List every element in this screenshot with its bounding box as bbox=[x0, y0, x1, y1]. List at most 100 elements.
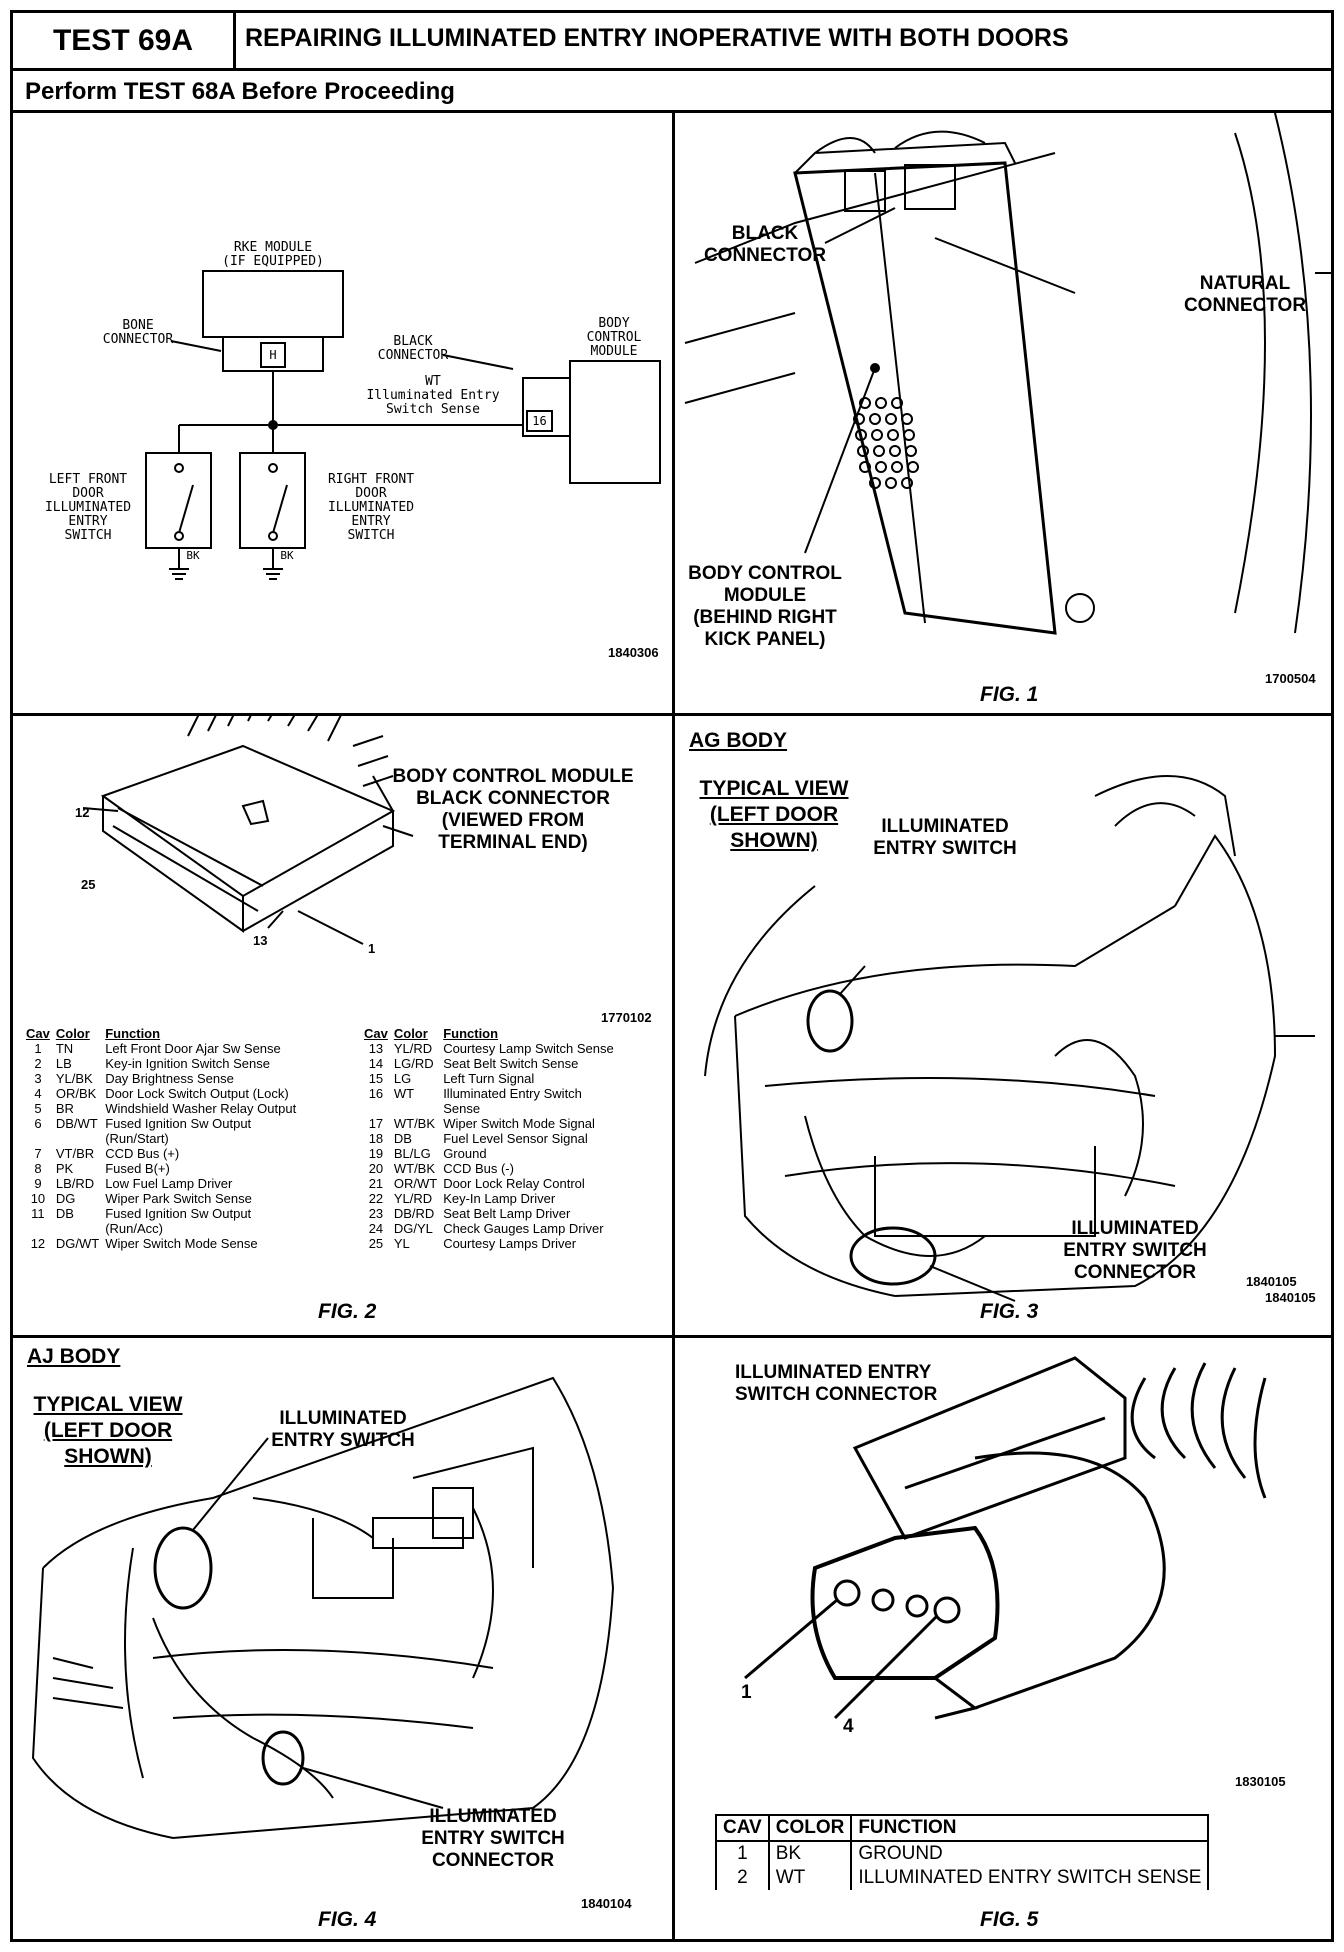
body-type-label: AJ BODY bbox=[27, 1345, 121, 1368]
function-cell: Key-In Lamp Driver bbox=[443, 1191, 556, 1206]
header-bar: TEST 69A REPAIRING ILLUMINATED ENTRY INO… bbox=[13, 13, 1331, 71]
pin-25-label: 25 bbox=[81, 877, 96, 892]
cav-cell: 10 bbox=[30, 1191, 46, 1206]
cav-cell bbox=[361, 1101, 391, 1116]
aj-door-drawing bbox=[31, 1376, 614, 1839]
image-id: 1840105 bbox=[1265, 1290, 1316, 1305]
pin-1-label: 1 bbox=[368, 941, 376, 956]
color-cell: DB bbox=[393, 1131, 412, 1146]
cav-cell bbox=[23, 1131, 53, 1146]
table-row: 21 OR/WT Door Lock Relay Control bbox=[361, 1176, 617, 1191]
function-cell: Day Brightness Sense bbox=[105, 1071, 234, 1086]
function-cell: Door Lock Switch Output (Lock) bbox=[105, 1086, 289, 1101]
image-id: 1840104 bbox=[581, 1896, 632, 1911]
cav-cell: 2 bbox=[34, 1056, 42, 1071]
image-id: 1770102 bbox=[601, 1010, 652, 1025]
ag-door-drawing bbox=[704, 775, 1315, 1302]
cav-cell: 5 bbox=[34, 1101, 42, 1116]
color-cell: YL/RD bbox=[393, 1041, 433, 1056]
pin-4-label: 4 bbox=[843, 1716, 854, 1737]
cav-header: Cav bbox=[26, 1026, 50, 1041]
color-cell: YL/RD bbox=[393, 1191, 433, 1206]
cav-header: Cav bbox=[364, 1026, 388, 1041]
cav-cell: 14 bbox=[368, 1056, 384, 1071]
prerequisite-note: Perform TEST 68A Before Proceeding bbox=[13, 71, 1331, 113]
color-cell: DG/WT bbox=[55, 1236, 100, 1251]
service-manual-page: TEST 69A REPAIRING ILLUMINATED ENTRY INO… bbox=[10, 10, 1334, 1942]
function-cell: Fuel Level Sensor Signal bbox=[443, 1131, 588, 1146]
pin-1-label: 1 bbox=[741, 1682, 752, 1703]
function-cell: Door Lock Relay Control bbox=[443, 1176, 585, 1191]
color-cell: BR bbox=[55, 1101, 74, 1116]
function-cell: ILLUMINATED ENTRY SWITCH SENSE bbox=[850, 1866, 1210, 1890]
schematic-drawing bbox=[145, 270, 661, 580]
function-cell: Wiper Switch Mode Signal bbox=[443, 1116, 595, 1131]
function-cell: Sense bbox=[443, 1101, 481, 1116]
function-cell: Wiper Switch Mode Sense bbox=[105, 1236, 258, 1251]
cav-cell: 1 bbox=[34, 1041, 42, 1056]
color-header: COLOR bbox=[767, 1814, 853, 1842]
color-cell bbox=[391, 1101, 440, 1116]
cav-cell: 9 bbox=[34, 1176, 42, 1191]
test-id: TEST 69A bbox=[13, 13, 236, 68]
table-row: (Run/Acc) bbox=[23, 1221, 299, 1236]
color-cell: WT bbox=[393, 1086, 415, 1101]
function-cell: Wiper Park Switch Sense bbox=[105, 1191, 252, 1206]
cav-cell: 23 bbox=[368, 1206, 384, 1221]
function-cell: CCD Bus (-) bbox=[443, 1161, 514, 1176]
cav-cell: 11 bbox=[31, 1206, 45, 1221]
color-cell: OR/WT bbox=[393, 1176, 438, 1191]
grid-divider bbox=[672, 1335, 675, 1939]
color-cell: DB/WT bbox=[55, 1116, 98, 1131]
color-cell: VT/BR bbox=[55, 1146, 95, 1161]
color-cell bbox=[53, 1221, 102, 1236]
pin-16-label: 16 bbox=[532, 414, 547, 428]
function-cell: Courtesy Lamps Driver bbox=[443, 1236, 577, 1251]
cav-cell: 21 bbox=[368, 1176, 384, 1191]
function-cell: (Run/Acc) bbox=[105, 1221, 163, 1236]
function-cell: Key-in Ignition Switch Sense bbox=[105, 1056, 270, 1071]
body-type-label: AG BODY bbox=[689, 729, 788, 752]
function-header: Function bbox=[105, 1026, 161, 1041]
function-header: Function bbox=[443, 1026, 499, 1041]
function-cell: Ground bbox=[443, 1146, 487, 1161]
color-cell: WT/BK bbox=[393, 1161, 436, 1176]
function-cell: Illuminated Entry Switch bbox=[443, 1086, 582, 1101]
figure-caption: FIG. 4 bbox=[318, 1908, 377, 1931]
cav-cell: 16 bbox=[368, 1086, 384, 1101]
table-row: 20 WT/BK CCD Bus (-) bbox=[361, 1161, 617, 1176]
cav-cell: 19 bbox=[368, 1146, 384, 1161]
bcm-connector-drawing bbox=[82, 716, 414, 945]
cav-cell: 18 bbox=[368, 1131, 384, 1146]
grid-divider bbox=[672, 113, 675, 713]
cav-cell: 20 bbox=[368, 1161, 384, 1176]
table-row: 18 DB Fuel Level Sensor Signal bbox=[361, 1131, 617, 1146]
cav-cell: 7 bbox=[34, 1146, 42, 1161]
function-cell: Windshield Washer Relay Output bbox=[105, 1101, 297, 1116]
